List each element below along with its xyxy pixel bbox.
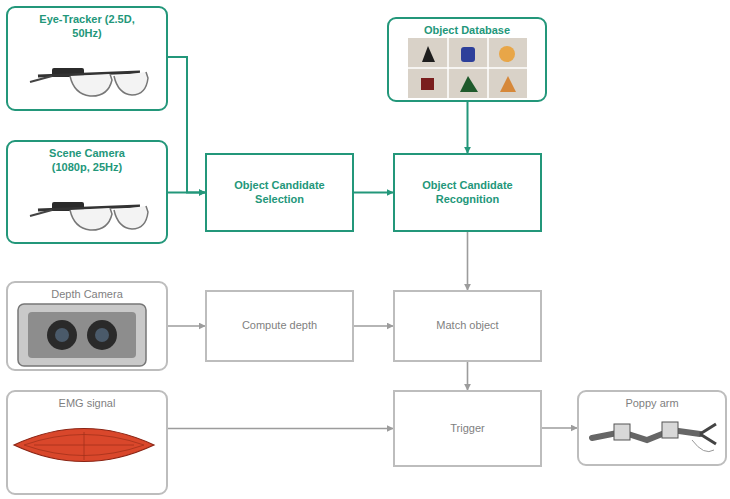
process-box: Object Candidate Recognition bbox=[393, 153, 542, 232]
process-box: Match object bbox=[393, 290, 542, 362]
node-label: Object Candidate Selection bbox=[215, 179, 344, 207]
node-label: Object Candidate Recognition bbox=[403, 179, 532, 207]
node-label: EMG signal bbox=[14, 397, 160, 411]
node-label: Trigger bbox=[450, 422, 484, 436]
node-label: Compute depth bbox=[242, 319, 317, 333]
process-box: Compute depth bbox=[205, 290, 354, 362]
node-label: Scene Camera (1080p, 25Hz) bbox=[37, 147, 137, 175]
eye-tracker-glasses bbox=[30, 68, 148, 96]
scene-camera-glasses bbox=[30, 202, 148, 230]
flow-arrow bbox=[168, 428, 393, 430]
flow-arrow bbox=[168, 57, 205, 193]
muscle-picture bbox=[14, 429, 154, 462]
device-box: Scene Camera (1080p, 25Hz) bbox=[6, 140, 168, 244]
flow-arrow bbox=[542, 427, 577, 429]
flow-arrow bbox=[467, 362, 469, 390]
node-label: Object Database bbox=[395, 24, 539, 38]
node-label: Depth Camera bbox=[14, 288, 160, 302]
device-box: Object Database bbox=[387, 17, 547, 102]
flow-arrow bbox=[354, 325, 393, 327]
node-label: Match object bbox=[436, 319, 498, 333]
depth-camera-picture bbox=[18, 304, 146, 366]
device-box: Eye-Tracker (2.5D, 50Hz) bbox=[6, 6, 168, 111]
device-box: EMG signal bbox=[6, 390, 168, 495]
node-label: Eye-Tracker (2.5D, 50Hz) bbox=[37, 13, 137, 41]
flow-arrow bbox=[467, 102, 469, 153]
robot-arm-picture bbox=[592, 422, 716, 452]
flow-arrow bbox=[168, 325, 205, 327]
flow-arrow bbox=[354, 192, 393, 194]
object-database-photos bbox=[408, 38, 527, 98]
process-box: Trigger bbox=[393, 390, 542, 467]
flow-arrow bbox=[467, 232, 469, 290]
flow-arrow bbox=[168, 192, 205, 194]
process-box: Object Candidate Selection bbox=[205, 153, 354, 232]
device-box: Poppy arm bbox=[577, 390, 727, 466]
device-box: Depth Camera bbox=[6, 281, 168, 371]
node-label: Poppy arm bbox=[585, 397, 719, 411]
